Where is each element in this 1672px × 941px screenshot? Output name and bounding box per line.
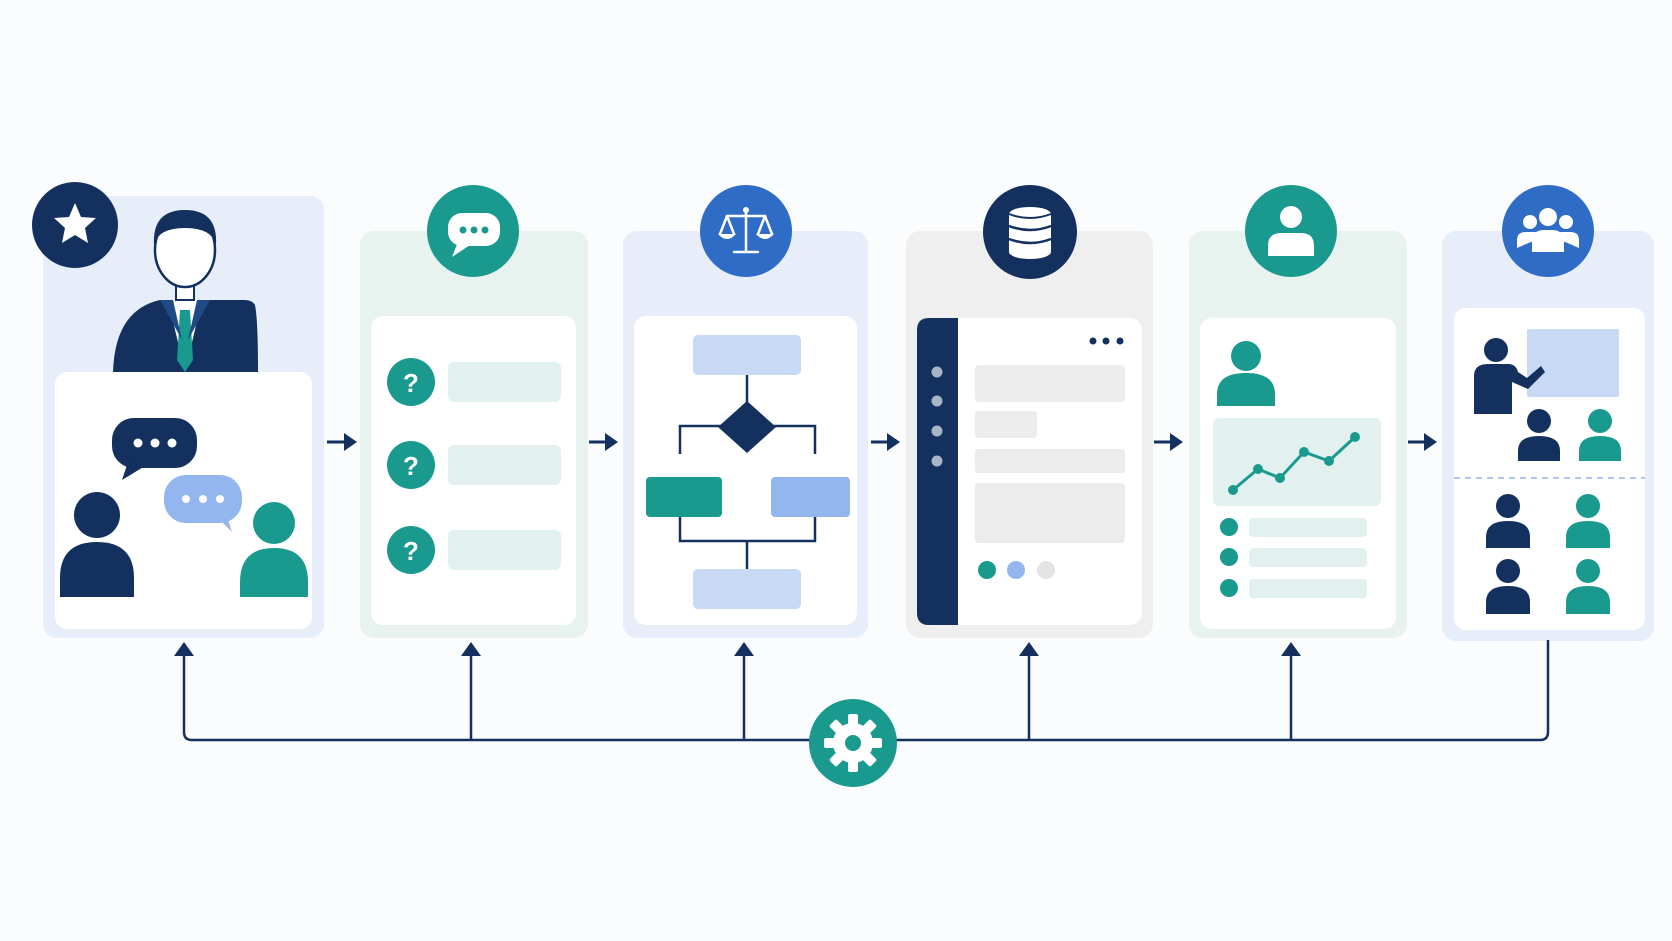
arrow-right-icon	[327, 433, 357, 451]
speech-bubble-navy-icon	[112, 418, 197, 480]
question-row-3: ?	[387, 526, 561, 574]
arrow-right-icon	[1154, 433, 1183, 451]
stage-5	[1189, 231, 1407, 638]
businessman-figure	[113, 210, 258, 372]
team-person-navy-1-icon	[1486, 494, 1530, 548]
arrow-up-icon	[734, 642, 754, 656]
gear-icon	[809, 699, 897, 787]
person-teal-icon	[240, 502, 308, 597]
user-icon	[1245, 185, 1337, 277]
arrow-up-icon	[174, 642, 194, 656]
question-row-2: ?	[387, 441, 561, 489]
pagination-dots	[978, 561, 1055, 579]
person-navy-icon	[60, 492, 134, 597]
presenter-icon	[1474, 338, 1545, 414]
arrow-up-icon	[461, 642, 481, 656]
content-block-4	[975, 483, 1125, 543]
flow-branch-left-box	[646, 477, 722, 517]
stage-3-card	[634, 316, 857, 625]
question-mark-icon	[387, 358, 435, 406]
stage-4	[906, 231, 1153, 638]
trend-line-icon	[1228, 432, 1360, 495]
more-options-icon	[1089, 337, 1124, 345]
svg-text:?: ?	[403, 536, 419, 566]
user-profile-icon	[1217, 341, 1275, 406]
speech-bubble-blue-icon	[164, 475, 242, 532]
team-person-navy-2-icon	[1486, 559, 1530, 614]
content-block-3	[975, 449, 1125, 473]
svg-text:?: ?	[403, 368, 419, 398]
arrow-right-icon	[1408, 433, 1437, 451]
line-chart-card	[1213, 418, 1381, 506]
question-mark-icon	[387, 441, 435, 489]
arrow-up-icon	[1019, 642, 1039, 656]
database-icon	[983, 185, 1077, 279]
stage-1	[43, 196, 324, 638]
app-sidebar	[917, 318, 958, 625]
question-row-1: ?	[387, 358, 561, 406]
audience-person-navy-icon	[1518, 409, 1560, 461]
arrow-right-icon	[589, 433, 618, 451]
arrow-right-icon	[871, 433, 900, 451]
group-icon	[1502, 185, 1594, 277]
flow-arrows	[327, 433, 1437, 451]
stage-6	[1442, 231, 1654, 641]
bullet-list	[1220, 518, 1367, 598]
presentation-board	[1527, 329, 1619, 397]
team-person-teal-2-icon	[1566, 559, 1610, 614]
question-mark-icon	[387, 526, 435, 574]
flow-start-box	[693, 335, 801, 375]
chat-bubble-icon	[427, 185, 519, 277]
flow-decision-diamond	[718, 401, 776, 453]
team-person-teal-1-icon	[1566, 494, 1610, 548]
audience-person-teal-icon	[1579, 409, 1621, 461]
flow-branch-right-box	[771, 477, 850, 517]
content-block-1	[975, 365, 1125, 402]
svg-text:?: ?	[403, 451, 419, 481]
stage-2: ? ? ?	[360, 231, 588, 638]
scales-icon	[700, 185, 792, 277]
arrow-up-icon	[1281, 642, 1301, 656]
star-icon	[32, 182, 118, 268]
content-block-2	[975, 411, 1037, 438]
decision-flowchart	[646, 335, 850, 609]
flow-end-box	[693, 569, 801, 609]
stage-3	[623, 231, 868, 638]
